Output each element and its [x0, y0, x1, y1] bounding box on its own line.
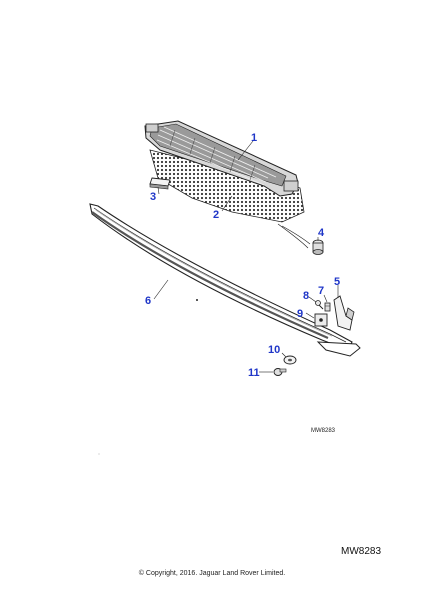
- washer-part-10: [283, 355, 297, 365]
- screw-part-8: [315, 300, 324, 310]
- callout-7: 7: [318, 285, 324, 297]
- leader-lines: [153, 140, 339, 373]
- callout-4: 4: [318, 227, 325, 239]
- diagram-reference-small: MW8283: [311, 428, 336, 434]
- callout-1: 1: [251, 132, 257, 144]
- grommet-part-4: [277, 223, 324, 255]
- diagram-reference: MW8283: [341, 546, 382, 557]
- badge-clip-part-3: [149, 177, 171, 190]
- callout-3: 3: [150, 191, 156, 203]
- bolt-part-11: [273, 368, 287, 376]
- upper-grille-part-1: [144, 120, 299, 197]
- callout-11: 11: [248, 367, 260, 379]
- callout-10: 10: [268, 344, 280, 356]
- callout-8: 8: [303, 290, 309, 302]
- callout-9: 9: [297, 308, 303, 320]
- callout-5: 5: [334, 276, 340, 288]
- lower-moulding-part-6: [89, 203, 361, 357]
- clip-part-7: [324, 302, 331, 312]
- speck: [98, 453, 100, 455]
- copyright-notice: © Copyright, 2016. Jaguar Land Rover Lim…: [138, 570, 286, 577]
- callout-6: 6: [145, 295, 151, 307]
- callout-2: 2: [213, 209, 219, 221]
- clip-plate-part-9: [314, 313, 328, 327]
- bracket-part-5: [333, 295, 355, 331]
